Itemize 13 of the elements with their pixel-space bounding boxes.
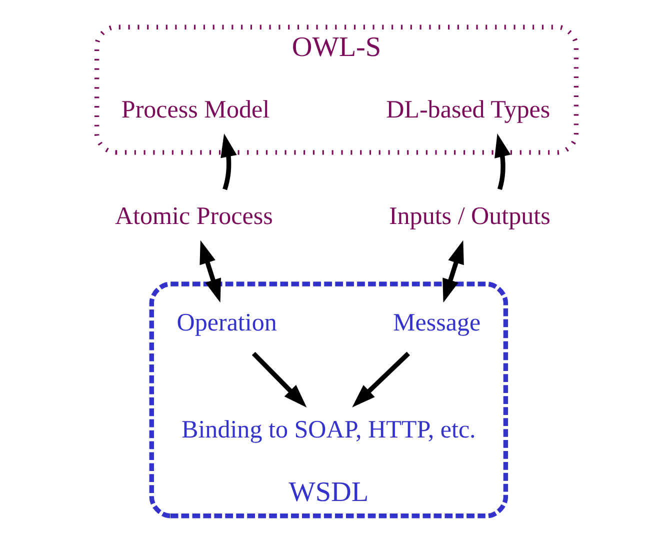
arrow (352, 352, 410, 408)
node-text: Inputs / Outputs (388, 203, 550, 230)
arrow (199, 240, 220, 303)
node-text: Message (392, 310, 480, 337)
node-text: Process Model (120, 96, 270, 124)
node-text: Binding to SOAP, HTTP, etc. (181, 416, 476, 444)
node-text: Atomic Process (114, 203, 272, 230)
arrow (494, 134, 510, 190)
arrow (251, 352, 306, 408)
node-text: DL-based Types (386, 96, 550, 124)
arrow (442, 240, 464, 303)
node-text: Operation (176, 310, 276, 337)
arrow (220, 133, 236, 190)
